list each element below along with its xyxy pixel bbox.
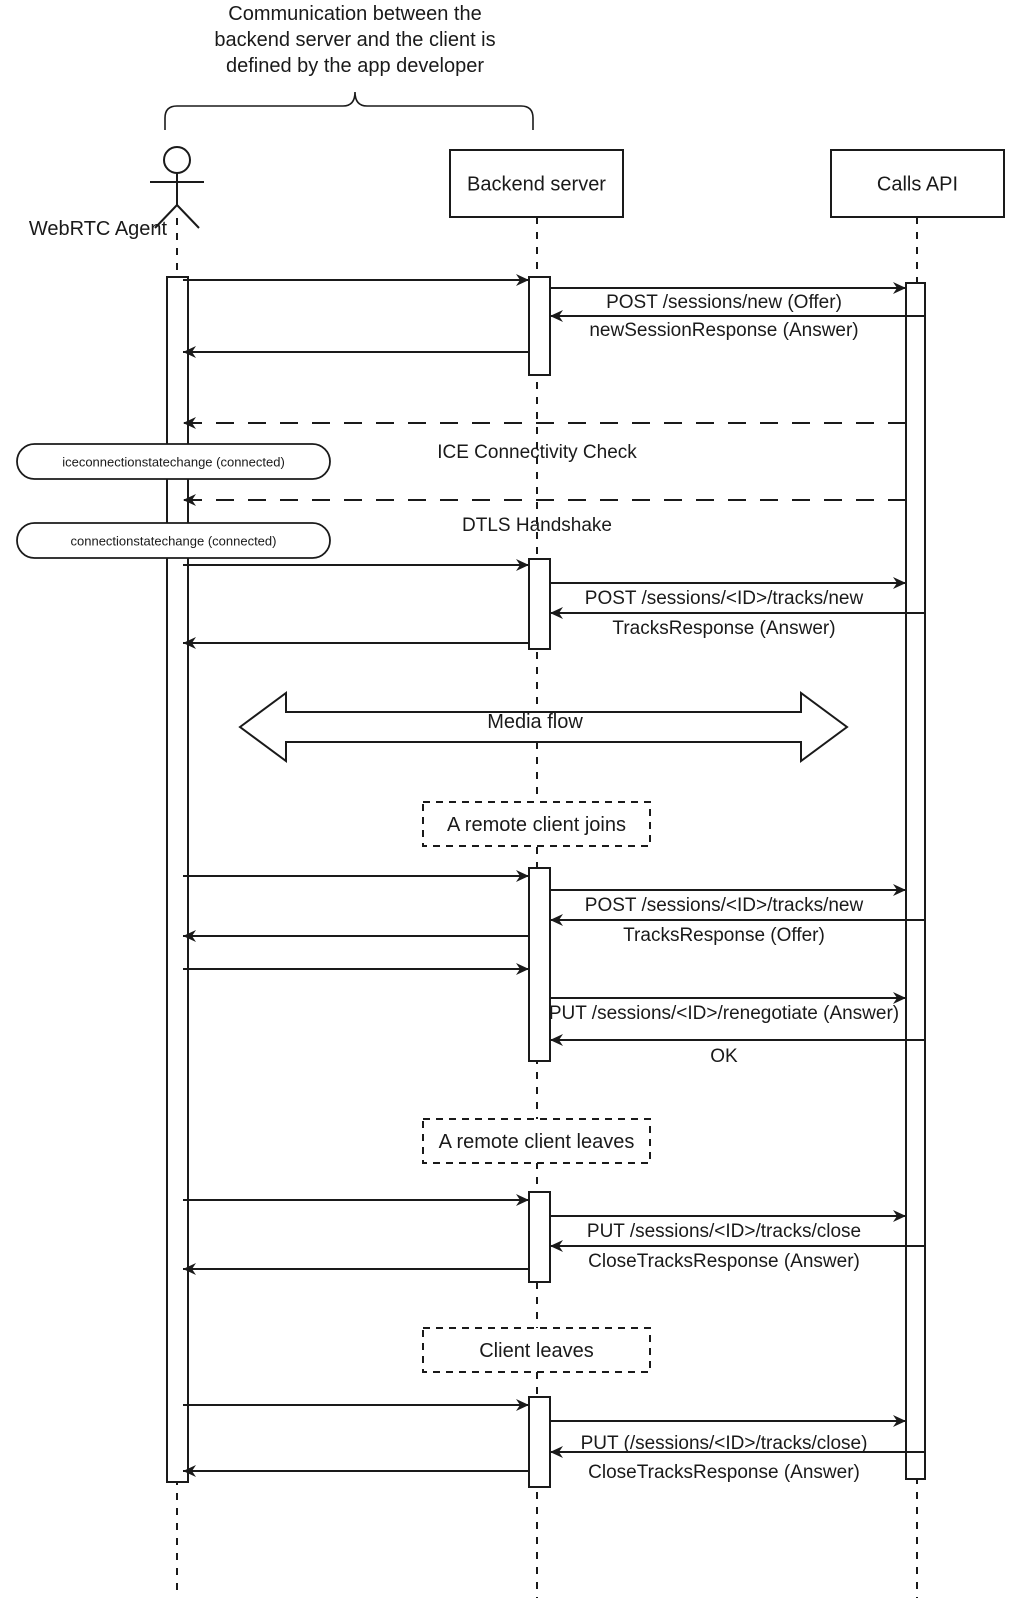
participant-box-backend[interactable] [449,149,624,218]
msg-newsession-response-label: newSessionResponse (Answer) [589,320,858,341]
backend-activation-4 [528,1191,551,1283]
msg-tracks-response-answer-label: TracksResponse (Answer) [612,618,835,639]
fragment-remote-client-joins-box [422,801,651,847]
activations-layer [166,276,926,1488]
callout-connectionstatechange-box [16,522,331,559]
msg-tracks-response-answer[interactable]: TracksResponse (Answer) [550,607,925,639]
msg-close-tracks-response-2-label: CloseTracksResponse (Answer) [588,1462,860,1483]
fragment-client-leaves: Client leaves [422,1327,651,1373]
fragment-remote-client-leaves: A remote client leaves [422,1118,651,1164]
callout-iceconnectionstatechange: iceconnectionstatechange (connected) [16,443,331,480]
callouts-layer: iceconnectionstatechange (connected) conn… [16,443,331,559]
participant-backend[interactable]: Backend server [449,149,624,218]
actor-leg-right-icon [176,204,200,229]
msg-ok[interactable]: OK [550,1034,925,1067]
note-line-1: Communication between the [228,3,481,25]
media-flow-arrow: Media flow [238,691,849,763]
msg-tracks-response-offer-label: TracksResponse (Offer) [623,925,825,946]
participant-label-calls: Calls API [877,174,958,196]
msg-post-sessions-new-label: POST /sessions/new (Offer) [606,292,842,313]
fragment-remote-client-leaves-label: A remote client leaves [439,1131,635,1153]
media-flow-layer: Media flow [238,691,849,763]
participant-calls[interactable]: Calls API [830,149,1005,218]
msg-ice-connectivity-check[interactable]: ICE Connectivity Check [183,417,906,463]
actor-head-icon [163,146,191,174]
msg-post-tracks-new-1-label: POST /sessions/<ID>/tracks/new [585,588,864,609]
msg-post-tracks-new-2-label: POST /sessions/<ID>/tracks/new [585,895,864,916]
fragment-client-leaves-box [422,1327,651,1373]
fragment-remote-client-joins-label: A remote client joins [447,814,626,836]
backend-activation-5 [528,1396,551,1488]
callout-connectionstatechange-label: connectionstatechange (connected) [71,534,277,549]
callout-connectionstatechange: connectionstatechange (connected) [16,522,331,559]
participant-label-backend: Backend server [467,174,606,196]
participant-agent[interactable]: WebRTC Agent [29,146,204,240]
msg-dtls-handshake[interactable]: DTLS Handshake [183,494,906,536]
fragments-layer: A remote client joins A remote client lea… [422,801,651,1373]
participant-box-calls[interactable] [830,149,1005,218]
msg-close-tracks-response-1-label: CloseTracksResponse (Answer) [588,1251,860,1272]
msg-put-renegotiate-label: PUT /sessions/<ID>/renegotiate (Answer) [549,1003,899,1024]
fragment-client-leaves-label: Client leaves [479,1340,594,1362]
msg-post-sessions-new[interactable]: POST /sessions/new (Offer) [550,282,906,313]
msg-ice-connectivity-check-label: ICE Connectivity Check [437,442,637,463]
brace-icon [164,91,534,130]
backend-activation-1 [528,276,551,376]
callout-iceconnectionstatechange-box [16,443,331,480]
note-line-3: defined by the app developer [226,55,484,77]
backend-activation-3 [528,867,551,1062]
agent-activation [166,276,189,1483]
msg-put-tracks-close-paren[interactable]: PUT (/sessions/<ID>/tracks/close) [550,1415,906,1454]
fragment-remote-client-joins: A remote client joins [422,801,651,847]
media-flow-shape [238,691,849,763]
developer-note: Communication between the backend server… [164,3,534,130]
actor-label-agent: WebRTC Agent [29,218,168,240]
msg-put-tracks-close-paren-label: PUT (/sessions/<ID>/tracks/close) [581,1433,868,1454]
fragment-remote-client-leaves-box [422,1118,651,1164]
msg-close-tracks-response-1[interactable]: CloseTracksResponse (Answer) [550,1240,925,1272]
msg-newsession-response[interactable]: newSessionResponse (Answer) [550,310,925,341]
msg-dtls-handshake-label: DTLS Handshake [462,515,612,536]
callout-iceconnectionstatechange-label: iceconnectionstatechange (connected) [62,455,285,470]
calls-activation [905,282,926,1480]
msg-post-tracks-new-1[interactable]: POST /sessions/<ID>/tracks/new [550,577,906,609]
msg-put-renegotiate[interactable]: PUT /sessions/<ID>/renegotiate (Answer) [549,992,906,1024]
backend-activation-2 [528,558,551,650]
media-flow-label: Media flow [487,711,583,733]
msg-ok-label: OK [710,1046,738,1067]
messages-layer: POST /sessions/new (Offer) newSessionResp… [183,274,925,1483]
note-line-2: backend server and the client is [214,29,495,51]
msg-tracks-response-offer[interactable]: TracksResponse (Offer) [550,914,925,946]
msg-post-tracks-new-2[interactable]: POST /sessions/<ID>/tracks/new [550,884,906,916]
actor-leg-left-icon [154,204,178,229]
msg-put-tracks-close[interactable]: PUT /sessions/<ID>/tracks/close [550,1210,906,1242]
participants-layer: WebRTC Agent Backend server Calls API [29,146,1005,240]
msg-close-tracks-response-2[interactable]: CloseTracksResponse (Answer) [550,1446,925,1483]
msg-put-tracks-close-label: PUT /sessions/<ID>/tracks/close [587,1221,861,1242]
